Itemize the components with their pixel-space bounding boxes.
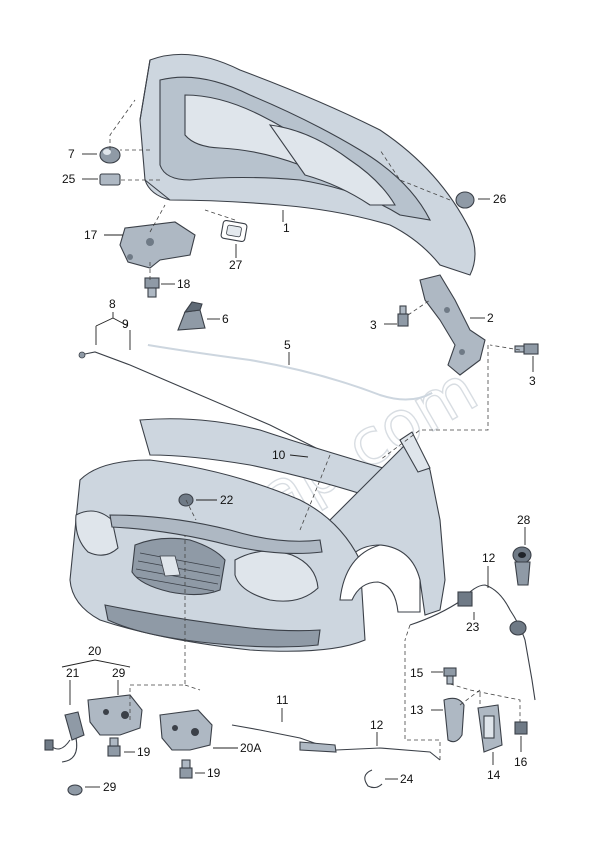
label-16: 16 [514,755,528,769]
label-23: 23 [466,620,480,634]
release-cable-11 [231,724,337,753]
leader-lines [61,153,534,788]
seal-strip-5 [147,344,433,401]
label-3-upper: 3 [370,318,377,332]
label-29-bottom: 29 [103,780,117,794]
bolt-15 [443,667,457,685]
label-26: 26 [493,192,507,206]
cap-29 [67,784,83,796]
release-lever-13 [443,697,465,743]
grommet-23 [509,620,527,636]
hood-lock-20 [87,694,143,736]
clip-16 [514,721,528,735]
label-17: 17 [84,228,98,242]
bolt-3-upper [397,305,409,327]
label-28: 28 [517,513,531,527]
label-7: 7 [68,147,75,161]
hood-prop-rod-8 [78,351,331,456]
hood-lock-20a [159,709,213,751]
clip-25 [99,173,121,186]
label-20a: 20A [240,741,261,755]
bolt-19-left [107,737,121,757]
label-22: 22 [220,493,234,507]
label-8: 8 [109,297,116,311]
release-handle-21 [44,711,85,763]
rubber-buffer-26 [455,191,475,209]
seal-27 [220,219,248,243]
release-cable-12-lower [335,747,441,761]
label-21: 21 [66,666,80,680]
label-9: 9 [122,317,129,331]
label-1: 1 [283,221,290,235]
bolt-3-lower [514,343,539,355]
label-14: 14 [487,768,501,782]
label-25: 25 [62,172,76,186]
label-13: 13 [410,703,424,717]
label-15: 15 [410,666,424,680]
buffer-6 [177,301,206,331]
label-2: 2 [487,311,494,325]
grommet-28 [512,546,532,586]
label-10: 10 [272,448,286,462]
hood-hinge-2 [419,274,486,376]
label-3-lower: 3 [529,374,536,388]
label-5: 5 [284,338,291,352]
label-18: 18 [177,277,191,291]
hood-lock-bracket-17 [119,221,196,269]
assembly-lines [109,99,521,760]
label-11: 11 [276,693,289,707]
label-27: 27 [229,258,243,272]
label-19-left: 19 [137,745,151,759]
part-labels: 1 2 3 3 5 6 7 8 9 10 11 12 12 13 14 15 1… [62,147,536,794]
label-20: 20 [88,644,102,658]
label-12-lower: 12 [370,718,384,732]
clip-24 [364,769,383,789]
label-12-upper: 12 [482,551,496,565]
bolt-18 [144,277,160,298]
car-front-body [69,418,446,652]
label-6: 6 [222,312,229,326]
label-24: 24 [400,772,414,786]
bolt-19-right [179,759,193,779]
hood-panel [139,53,476,276]
label-19-right: 19 [207,766,221,780]
lever-bracket-14 [477,704,503,753]
rubber-buffer-7 [99,146,121,164]
label-29-top: 29 [112,666,126,680]
